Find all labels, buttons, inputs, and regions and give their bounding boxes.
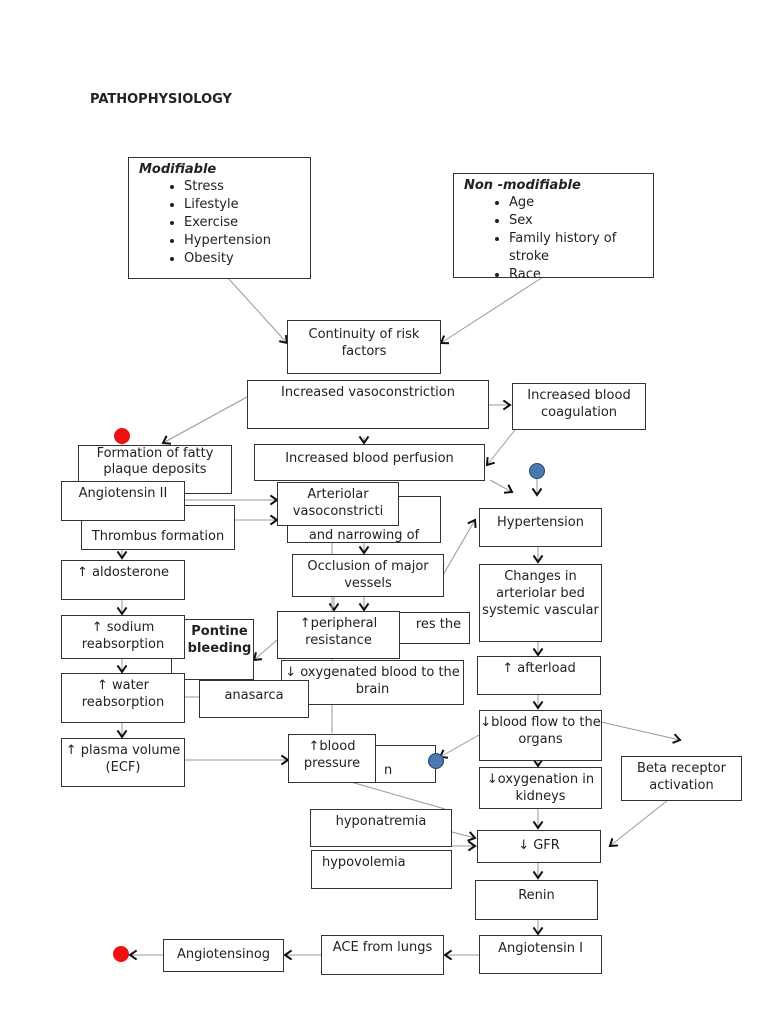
connector-line <box>600 721 681 741</box>
node-ace-lungs: ACE from lungs <box>321 935 444 975</box>
red-dot-marker <box>114 428 130 444</box>
node-continuity: Continuity of risk factors <box>287 320 441 374</box>
node-occlusion: Occlusion of major vessels <box>292 554 444 597</box>
arrowhead-icon <box>328 602 340 612</box>
arrowhead-icon <box>443 949 453 961</box>
arrowhead-icon <box>116 664 128 674</box>
connector-line <box>442 519 476 576</box>
node-perfusion: Increased blood perfusion <box>254 444 485 481</box>
arrowhead-icon <box>467 840 477 852</box>
node-gfr: ↓ GFR <box>477 830 601 863</box>
arrowhead-icon <box>358 545 370 555</box>
arrowhead-icon <box>116 550 128 560</box>
arrowhead-icon <box>531 487 543 497</box>
connector-line <box>609 799 669 847</box>
arrowhead-icon <box>532 926 544 936</box>
arrowhead-icon <box>283 949 293 961</box>
arrowhead-icon <box>116 606 128 616</box>
arrowhead-icon <box>161 435 172 445</box>
blue-dot-marker <box>428 753 444 769</box>
node-vasoconstriction: Increased vasoconstriction <box>247 380 489 429</box>
node-hypovolemia: hypovolemia <box>311 850 452 889</box>
list-item: Race <box>509 266 653 277</box>
list-item: Obesity <box>184 250 310 268</box>
node-renin: Renin <box>475 880 598 920</box>
arrowhead-icon <box>358 602 370 612</box>
list-item: Stress <box>184 178 310 196</box>
node-sodium: ↑ sodium reabsorption <box>61 615 185 659</box>
node-hypertension: Hypertension <box>479 508 602 547</box>
list-item: Age <box>509 194 653 212</box>
connector-line <box>162 396 248 444</box>
node-blood-pressure: ↑blood pressure <box>288 734 376 783</box>
red-dot-marker <box>113 946 129 962</box>
page-title: PATHOPHYSIOLOGY <box>90 92 232 107</box>
node-angiotensinogen: Angiotensinog <box>163 939 284 972</box>
node-water: ↑ water reabsorption <box>61 673 185 723</box>
node-coagulation: Increased blood coagulation <box>512 383 646 430</box>
arrowhead-icon <box>252 652 263 662</box>
arrowhead-icon <box>608 838 619 848</box>
arrowhead-icon <box>532 554 544 564</box>
non-modifiable-box: Non -modifiable Age Sex Family history o… <box>453 173 654 278</box>
connector-line <box>486 429 516 466</box>
node-oxygenation-kidneys: ↓oxygenation in kidneys <box>479 767 602 809</box>
arrowhead-icon <box>532 758 544 768</box>
node-angiotensin-ii: Angiotensin II <box>61 481 185 521</box>
connector-line <box>350 781 446 810</box>
list-item: Family history of stroke <box>509 230 653 266</box>
blue-dot-marker <box>529 463 545 479</box>
node-beta-receptor: Beta receptor activation <box>621 756 742 801</box>
arrowhead-icon <box>502 399 512 411</box>
list-item: Hypertension <box>184 232 310 250</box>
modifiable-header: Modifiable <box>139 162 217 177</box>
node-afterload: ↑ afterload <box>477 656 601 695</box>
node-angiotensin-i: Angiotensin I <box>479 935 602 974</box>
list-item: Sex <box>509 212 653 230</box>
arrowhead-icon <box>439 335 450 345</box>
arrowhead-icon <box>358 435 370 445</box>
arrowhead-icon <box>128 949 138 961</box>
connector-line <box>227 277 288 344</box>
modifiable-box: Modifiable Stress Lifestyle Exercise Hyp… <box>128 157 311 279</box>
node-anasarca: anasarca <box>199 680 309 718</box>
node-oxygenated-blood: ↓ oxygenated blood to the brain <box>281 660 464 705</box>
arrowhead-icon <box>467 831 477 842</box>
connector-line <box>253 639 278 661</box>
node-arteriolar-vasoconstriction: Arteriolar vasoconstricti <box>277 482 399 526</box>
arrowhead-icon <box>532 647 544 657</box>
node-peripheral-resistance: ↑peripheral resistance <box>277 611 400 659</box>
arrowhead-icon <box>485 456 495 467</box>
arrowhead-icon <box>532 870 544 880</box>
non-modifiable-header: Non -modifiable <box>464 178 581 193</box>
arrowhead-icon <box>503 484 514 494</box>
list-item: Exercise <box>184 214 310 232</box>
arrowhead-icon <box>672 733 682 744</box>
arrowhead-icon <box>116 729 128 739</box>
node-plasma-volume: ↑ plasma volume (ECF) <box>61 738 185 787</box>
connector-line <box>440 276 544 344</box>
arrowhead-icon <box>532 700 544 710</box>
node-blood-flow-organs: ↓blood flow to the organs <box>479 710 602 761</box>
arrowhead-icon <box>467 518 477 529</box>
connector-line <box>451 831 476 839</box>
node-aldosterone: ↑ aldosterone <box>61 560 185 600</box>
list-item: Lifestyle <box>184 196 310 214</box>
connector-line <box>489 479 513 493</box>
connector-line <box>439 734 480 758</box>
node-hyponatremia: hyponatremia <box>310 809 452 847</box>
node-arteriolar-bed-changes: Changes in arteriolar bed systemic vascu… <box>479 564 602 642</box>
arrowhead-icon <box>532 820 544 830</box>
